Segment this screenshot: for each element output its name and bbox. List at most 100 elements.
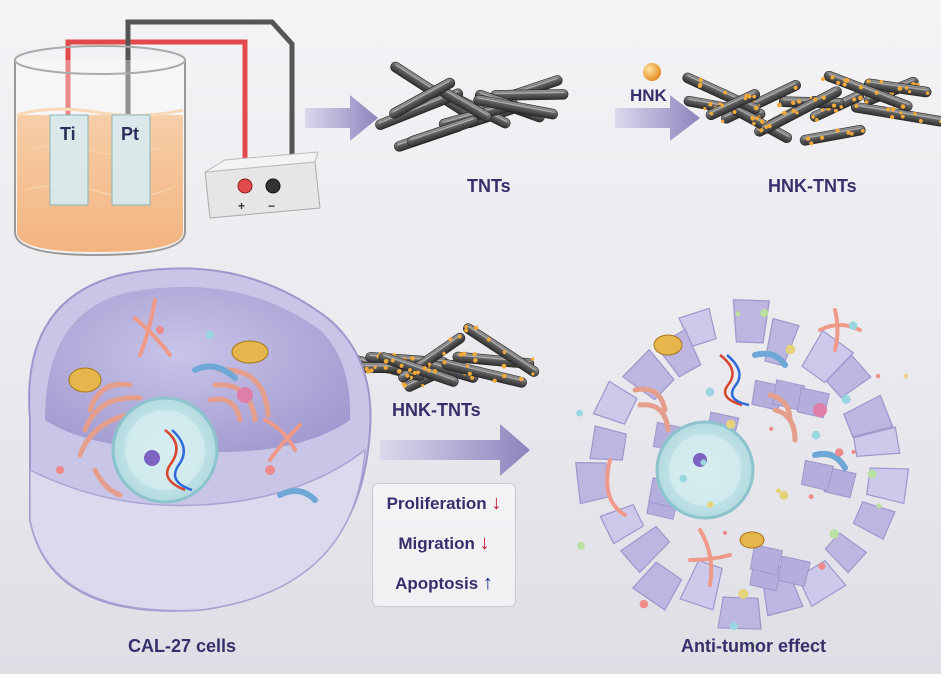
pt-electrode — [111, 114, 151, 206]
nanotube — [378, 352, 459, 387]
golgi — [192, 363, 238, 381]
migration-text: Migration — [398, 534, 475, 553]
cell-fragment — [575, 461, 611, 505]
result-migration: Migration ↓ — [373, 532, 515, 555]
electrolysis-cell: + − — [14, 19, 321, 257]
arrow-3 — [380, 424, 530, 476]
power-supply: + − — [204, 151, 321, 219]
vesicle — [785, 344, 796, 355]
cell-fragment — [800, 459, 835, 492]
dna-strand — [164, 429, 186, 492]
cell-fragment — [589, 425, 627, 461]
results-box: Proliferation ↓ Migration ↓ Apoptosis ↑ — [372, 483, 516, 607]
negative-sign: − — [268, 199, 275, 213]
cell-fragment — [843, 394, 894, 438]
hnk-tnts-cluster-mid — [342, 323, 540, 392]
positive-sign: + — [238, 199, 245, 213]
vesicle — [811, 430, 821, 440]
vesicle — [760, 308, 769, 318]
hnk-tnts-cluster-top — [682, 70, 941, 146]
vesicle — [639, 599, 649, 609]
vesicle — [903, 373, 909, 379]
cell-fragment — [749, 544, 784, 576]
negative-terminal — [265, 178, 281, 194]
vesicle — [738, 588, 749, 599]
cal27-cells-label: CAL-27 cells — [128, 636, 237, 656]
mitochondrion — [68, 367, 102, 393]
vesicle — [848, 321, 858, 330]
nanotube — [441, 359, 527, 388]
dark-wire — [125, 19, 295, 185]
mitochondrion — [231, 340, 269, 364]
nanotube — [731, 105, 792, 143]
cell-fragment — [853, 426, 901, 458]
ti-electrode — [49, 114, 89, 206]
vesicle — [577, 542, 585, 550]
nanotube — [759, 86, 842, 134]
apoptosis-text: Apoptosis — [395, 574, 479, 593]
nanotube — [473, 94, 558, 120]
cell-fragment — [679, 559, 723, 611]
hnk-particle-icon — [643, 63, 661, 81]
vesicle — [835, 448, 844, 457]
vesicle — [829, 529, 839, 539]
hnk-tnts-label-mid: HNK-TNTs — [392, 400, 481, 420]
vesicle — [707, 501, 714, 508]
hnk-label: HNK — [630, 86, 667, 105]
nanotube — [463, 323, 540, 377]
vesicle — [726, 419, 736, 429]
cell-fragment — [824, 532, 868, 574]
nanotube — [799, 124, 866, 146]
cytoskeleton — [133, 298, 172, 357]
hnk-tnts-label-top: HNK-TNTs — [768, 176, 857, 196]
vesicle — [679, 474, 687, 483]
ti-label: Ti — [60, 124, 76, 144]
vesicle — [729, 621, 739, 631]
up-arrow-icon: ↑ — [482, 572, 493, 594]
cell-fragment — [801, 329, 855, 384]
nucleolus — [144, 450, 160, 466]
vesicle — [750, 643, 755, 649]
vesicle — [876, 503, 882, 509]
cal27-cell — [28, 267, 372, 612]
cell-fragment — [621, 348, 675, 401]
vesicle — [735, 311, 741, 317]
nanotube — [864, 78, 932, 98]
vesicle — [808, 494, 814, 500]
cell-fragment — [592, 380, 638, 425]
cell-fragment — [732, 299, 770, 344]
down-arrow-icon: ↓ — [479, 532, 490, 554]
vesicle — [779, 491, 789, 500]
nanotube — [850, 102, 941, 127]
vesicle — [722, 530, 728, 535]
red-wire — [65, 39, 248, 185]
cell-fragment — [852, 501, 896, 541]
tnts-cluster — [375, 61, 569, 152]
result-proliferation: Proliferation ↓ — [373, 492, 515, 515]
arrow-2 — [615, 95, 700, 141]
tnts-label: TNTs — [467, 176, 511, 196]
result-apoptosis: Apoptosis ↑ — [373, 572, 515, 595]
down-arrow-icon: ↓ — [491, 492, 502, 514]
anti-tumor-effect-label: Anti-tumor effect — [681, 636, 826, 656]
proliferation-text: Proliferation — [386, 494, 487, 513]
vesicle — [841, 394, 851, 404]
pt-label: Pt — [121, 124, 139, 144]
vesicle — [851, 449, 856, 455]
nanotube — [705, 89, 761, 121]
nanotube — [389, 77, 456, 119]
cell-fragment — [866, 467, 910, 505]
nanotube — [407, 115, 479, 147]
cell-fragment — [631, 561, 683, 611]
positive-terminal — [237, 178, 253, 194]
vesicle — [576, 409, 583, 417]
fragmented-cell — [575, 299, 910, 649]
vesicle — [875, 373, 881, 379]
nanotube — [490, 89, 569, 101]
cell-membrane — [29, 448, 366, 612]
vesicle — [818, 562, 826, 570]
cell-fragment — [777, 555, 811, 587]
cell-fragment — [717, 596, 762, 630]
cell-fragment — [599, 503, 645, 545]
